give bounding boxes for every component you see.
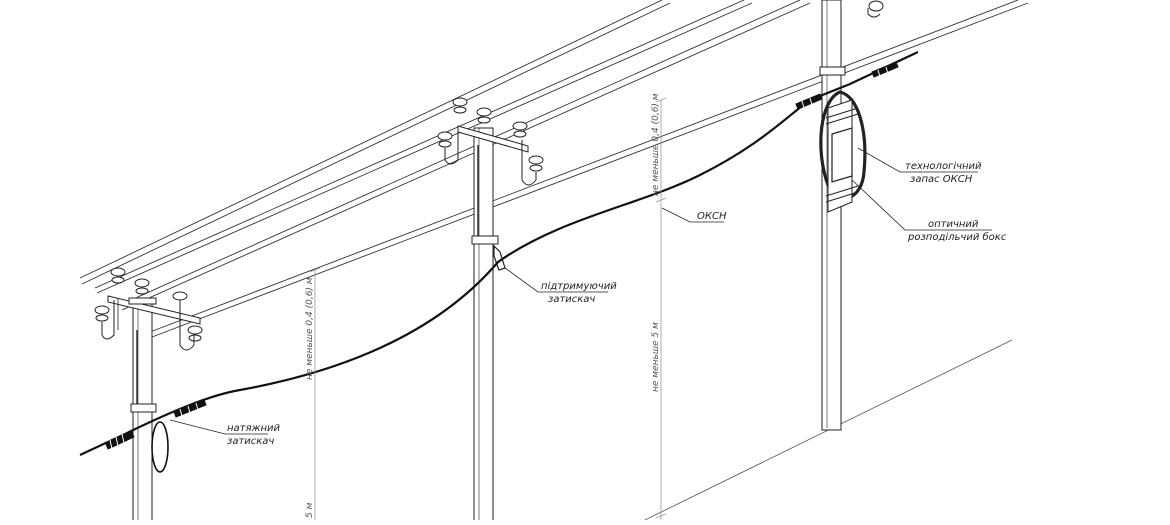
- dim-gap-right: не меньше 0,4 (0,6) м: [651, 93, 661, 196]
- dim-gap-left: не меньше 0,4 (0,6) м: [305, 277, 315, 380]
- tension-clamp-right: [795, 61, 899, 110]
- pole-2: [437, 97, 544, 525]
- distribution-box: [831, 127, 853, 183]
- leader-distribution-box: [851, 179, 992, 231]
- pole-2-insulators: [437, 97, 544, 186]
- label-tension-clamp-1: натяжний: [227, 423, 281, 434]
- conductor-4: [149, 0, 1019, 333]
- pole-3: [819, 0, 884, 431]
- pole-3-bracket: [819, 66, 846, 76]
- dim-height-right: не меньше 5 м: [651, 322, 661, 392]
- conductor-2b: [96, 2, 753, 294]
- pole-2-bracket: [471, 235, 499, 245]
- pole-1-bracket-top: [128, 297, 157, 305]
- leader-cable: [661, 207, 724, 223]
- label-cable-reserve-2: запас ОКСН: [910, 174, 973, 185]
- label-cable-reserve-1: технологічний: [905, 160, 982, 172]
- pole-1: [94, 267, 203, 525]
- conductor-4b: [151, 2, 1029, 338]
- dimension-lines: [309, 97, 667, 520]
- leader-support-clamp: [504, 267, 608, 293]
- label-tension-clamp-2: затискач: [227, 436, 274, 447]
- label-distribution-box-1: оптичний: [928, 219, 979, 230]
- conductor-1b: [81, 2, 671, 285]
- pole-3-shaft: [821, 0, 842, 431]
- distribution-box-assembly: [819, 90, 867, 213]
- leader-cable-reserve: [857, 147, 978, 173]
- leader-tension-clamp: [169, 419, 268, 435]
- label-distribution-box-2: розподільчий бокс: [907, 231, 1007, 243]
- conductor-1: [79, 0, 663, 279]
- label-support-clamp-2: затискач: [548, 294, 595, 305]
- overhead-conductors: [79, 0, 1029, 338]
- tension-clamp-left: [105, 399, 207, 473]
- label-cable: ОКСН: [697, 211, 727, 222]
- conductor-3: [119, 0, 801, 306]
- leader-lines: [169, 147, 992, 435]
- conductor-3b: [121, 2, 811, 311]
- support-clamp-shape: [493, 244, 506, 271]
- tension-clamp-loop: [151, 421, 169, 473]
- pole-1-insulators: [94, 267, 203, 351]
- conductor-2: [94, 0, 745, 289]
- label-support-clamp-1: підтримуючий: [541, 280, 617, 292]
- dim-height-left: 5 м: [305, 502, 315, 518]
- optical-cable: [79, 51, 919, 456]
- pole-2-shaft: [473, 127, 494, 525]
- pole-1-bracket-bottom: [130, 403, 157, 413]
